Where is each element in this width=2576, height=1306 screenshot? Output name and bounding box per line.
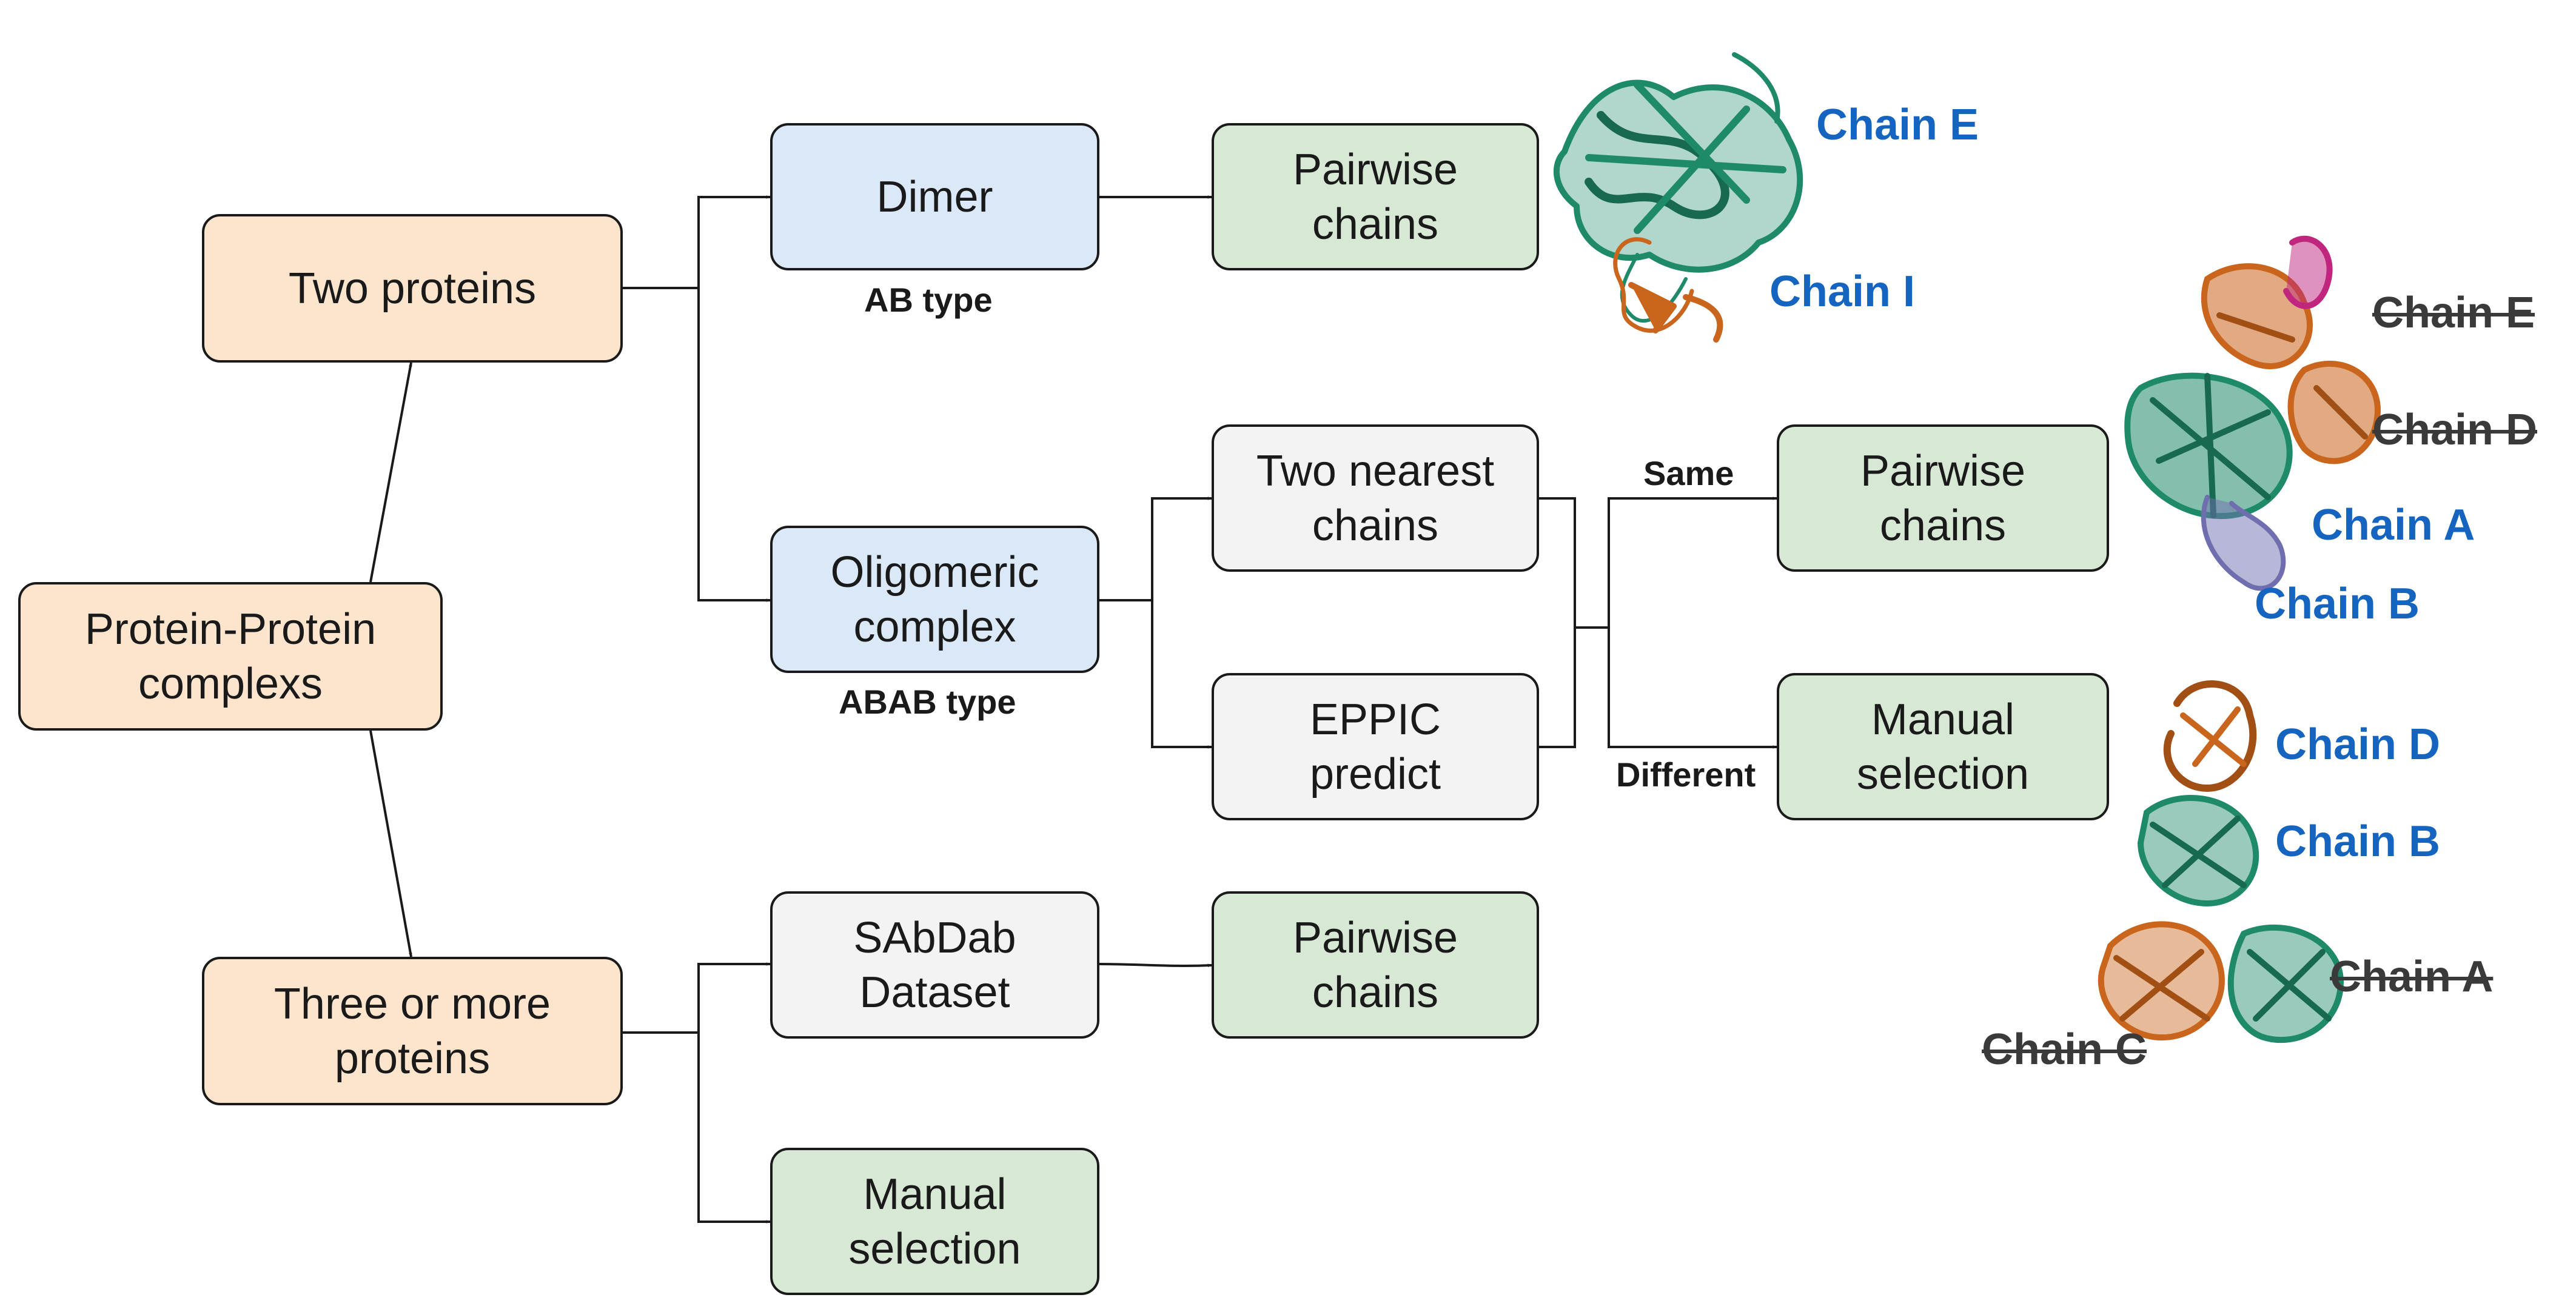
chain-label-manual-c: Chain C bbox=[1982, 1025, 2147, 1074]
node-label: Pairwise chains bbox=[1292, 145, 1458, 249]
chain-label-oligo-b: Chain B bbox=[2255, 580, 2420, 628]
manual-structure-image bbox=[2098, 680, 2344, 1043]
chain-label-oligo-a: Chain A bbox=[2312, 501, 2475, 549]
edge-oligo-to-eppic bbox=[1151, 600, 1212, 749]
edge-three-to-sabdab bbox=[623, 962, 771, 1034]
edge-two-to-dimer bbox=[623, 195, 771, 289]
node-label: Pairwise chains bbox=[1292, 913, 1458, 1017]
node-pairwise-chains-sabdab: Pairwise chains bbox=[1212, 891, 1539, 1039]
chain-label-oligo-d: Chain D bbox=[2372, 406, 2538, 454]
node-pairwise-chains-same: Pairwise chains bbox=[1777, 424, 2109, 572]
node-three-or-more-proteins: Three or more proteins bbox=[202, 957, 623, 1105]
node-label: Two proteins bbox=[288, 264, 537, 313]
edge-ppc-to-three bbox=[369, 730, 412, 957]
chain-label-oligo-e: Chain E bbox=[2372, 289, 2535, 337]
node-manual-selection-three: Manual selection bbox=[770, 1148, 1099, 1295]
oligomer-structure-image bbox=[2124, 235, 2381, 591]
label-different: Different bbox=[1616, 755, 1756, 794]
node-label: Oligomeric complex bbox=[830, 548, 1039, 651]
node-label: Manual selection bbox=[848, 1170, 1021, 1273]
edge-oligo-to-nearest bbox=[1099, 497, 1212, 601]
node-label: Protein-Protein complexs bbox=[84, 604, 377, 708]
chain-label-dimer-i: Chain I bbox=[1769, 267, 1916, 316]
node-pairwise-chains-dimer: Pairwise chains bbox=[1212, 123, 1539, 270]
node-eppic-predict: EPPIC predict bbox=[1212, 673, 1539, 820]
node-label: Pairwise chains bbox=[1860, 446, 2026, 550]
node-sabdab-dataset: SAbDab Dataset bbox=[770, 891, 1099, 1039]
node-label: Dimer bbox=[876, 172, 993, 221]
node-label: Three or more proteins bbox=[273, 979, 551, 1083]
node-two-nearest-chains: Two nearest chains bbox=[1212, 424, 1539, 572]
node-two-proteins: Two proteins bbox=[202, 214, 623, 363]
edge-merge-to-different bbox=[1608, 628, 1777, 749]
edge-three-to-manual bbox=[697, 1033, 771, 1224]
edge-ppc-to-two bbox=[369, 362, 412, 583]
chain-label-manual-a: Chain A bbox=[2330, 953, 2494, 1001]
edge-nearest-merge bbox=[1539, 497, 1576, 748]
node-oligomeric-complex: Oligomeric complex bbox=[770, 526, 1099, 673]
edge-two-to-oligo bbox=[697, 288, 771, 602]
chain-label-manual-b: Chain B bbox=[2275, 817, 2441, 866]
dimer-structure-image bbox=[1554, 52, 1803, 343]
node-label: Two nearest chains bbox=[1256, 446, 1495, 550]
node-label: EPPIC predict bbox=[1309, 695, 1441, 799]
node-dimer: Dimer bbox=[770, 123, 1099, 270]
chain-label-manual-d: Chain D bbox=[2275, 720, 2441, 769]
edge-merge-to-same bbox=[1608, 497, 1777, 628]
node-label: Manual selection bbox=[1856, 695, 2030, 799]
node-manual-selection-different: Manual selection bbox=[1777, 673, 2109, 820]
chain-label-dimer-e: Chain E bbox=[1816, 101, 1979, 149]
label-same: Same bbox=[1643, 454, 1734, 492]
node-protein-protein-complexs: Protein-Protein complexs bbox=[18, 582, 443, 731]
node-label: SAbDab Dataset bbox=[853, 913, 1016, 1017]
label-ab-type: AB type bbox=[864, 281, 993, 319]
edge-sabdab-to-pair bbox=[1099, 963, 1212, 968]
label-abab-type: ABAB type bbox=[839, 683, 1016, 721]
